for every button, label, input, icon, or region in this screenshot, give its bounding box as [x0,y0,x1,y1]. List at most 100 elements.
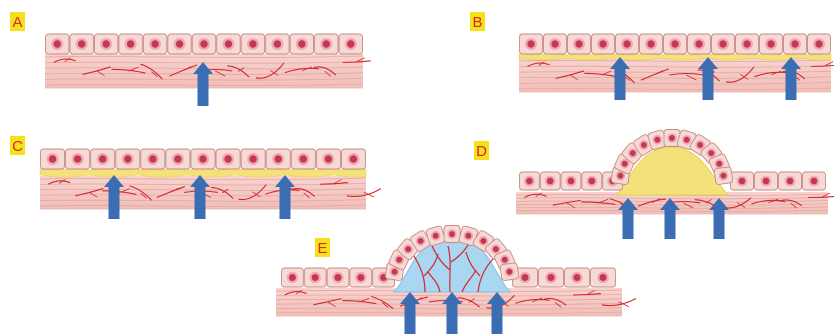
panel-c-epithelium [41,149,366,169]
cell-nucleus [568,178,575,185]
panel-b-label: B [472,14,482,31]
epithelial-cell [282,268,304,287]
cell-nucleus [588,178,595,185]
cell-nucleus [547,178,554,185]
cell-nucleus [551,40,558,47]
epithelial-cell [119,34,142,54]
epithelial-cell [46,34,69,54]
epithelial-cell [731,172,754,190]
epithelial-cell [216,149,240,169]
epithelial-cell [712,34,735,54]
panel-e: E [276,225,636,334]
panel-b: B [470,12,834,100]
epithelial-cell [166,149,190,169]
cell-nucleus [647,40,654,47]
tissue-bed [519,58,831,92]
epithelial-cell [315,34,338,54]
epithelial-cell [616,34,639,54]
panel-c: C [10,136,381,219]
cell-nucleus [719,40,726,47]
panel-d-epithelium-left [520,172,623,190]
cell-nucleus [743,40,750,47]
cell-nucleus [357,274,364,281]
cell-nucleus [275,155,282,162]
epithelial-cell [568,34,591,54]
panel-d: D [474,129,834,239]
panel-a-label: A [12,14,22,31]
cell-nucleus [127,40,134,47]
epithelial-cell [191,149,215,169]
cell-nucleus [767,40,774,47]
epithelial-cell [217,34,240,54]
cell-nucleus [274,40,281,47]
epithelial-cell [520,34,543,54]
epithelial-cell [327,268,349,287]
epithelial-cell [168,34,191,54]
cell-nucleus [200,40,207,47]
epithelial-cell [779,172,802,190]
cell-nucleus [249,155,256,162]
cell-nucleus [54,40,61,47]
epithelial-cell [565,268,590,287]
epithelial-cell [304,268,326,287]
cell-nucleus [174,155,181,162]
panel-d-label: D [476,143,487,160]
cell-nucleus [78,40,85,47]
panel-c-label: C [12,138,23,155]
epithelial-cell [316,149,340,169]
epithelial-cell [561,172,581,190]
panel-a: A [10,12,371,106]
cell-nucleus [695,40,702,47]
epithelial-cell [640,34,663,54]
cell-nucleus [791,40,798,47]
epithelial-cell [540,172,560,190]
cell-nucleus [312,274,319,281]
cell-nucleus [787,178,794,185]
epithelial-cell [341,149,365,169]
cell-nucleus [74,155,81,162]
epithelial-cell [143,34,166,54]
cell-nucleus [547,274,554,281]
epithelial-cell [582,172,602,190]
epithelial-cell [192,34,215,54]
epithelial-cell [736,34,759,54]
epithelial-cell [808,34,831,54]
epithelial-cell [544,34,567,54]
cell-nucleus [347,40,354,47]
cell-nucleus [815,40,822,47]
epithelial-cell [784,34,807,54]
epithelial-cell [803,172,826,190]
epithelial-cell [444,226,460,243]
epithelial-cell [350,268,372,287]
cell-nucleus [99,155,106,162]
cell-nucleus [176,40,183,47]
cell-nucleus [298,40,305,47]
cell-nucleus [224,155,231,162]
panel-a-epithelium [46,34,363,54]
cell-nucleus [49,155,56,162]
epithelial-cell [94,34,117,54]
cell-nucleus [102,40,109,47]
cell-nucleus [739,178,746,185]
panel-e-epithelium-left [282,268,395,287]
cell-nucleus [199,155,206,162]
panel-c-fluid-layer [40,169,366,177]
cell-nucleus [300,155,307,162]
epithelial-cell [290,34,313,54]
cell-nucleus [623,40,630,47]
epithelial-cell [714,167,733,185]
epithelial-cell [591,268,616,287]
epithelial-cell [339,34,362,54]
epithelial-cell [266,34,289,54]
epithelial-cell [755,172,778,190]
cell-nucleus [149,155,156,162]
cell-nucleus [249,40,256,47]
epithelial-cell [91,149,115,169]
cell-nucleus [671,40,678,47]
epithelial-cell [688,34,711,54]
epithelial-cell [116,149,140,169]
cell-nucleus [575,40,582,47]
epithelial-cell [664,34,687,54]
cell-nucleus [325,155,332,162]
